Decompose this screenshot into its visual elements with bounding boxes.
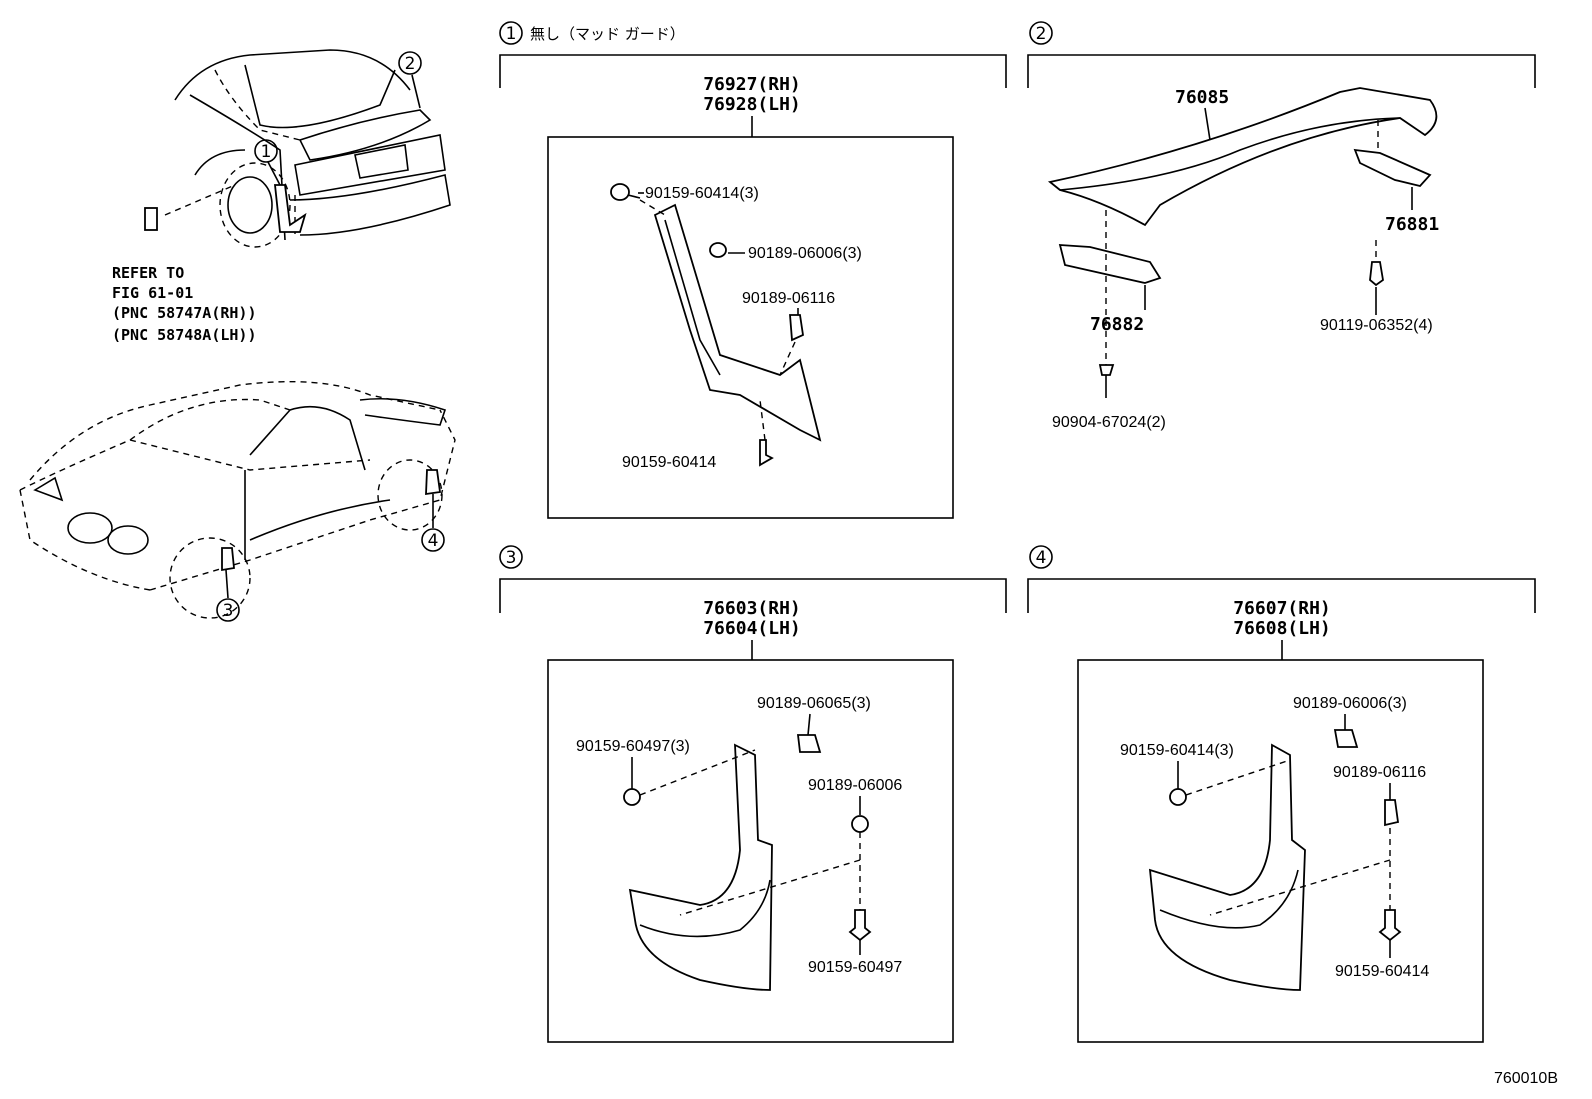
svg-text:90159-60414(3): 90159-60414(3) [645, 185, 759, 202]
svg-text:90119-06352(4): 90119-06352(4) [1320, 317, 1433, 334]
callout-3-front: 3 [216, 569, 240, 622]
svg-text:76928(LH): 76928(LH) [703, 94, 801, 115]
svg-text:90159-60497(3): 90159-60497(3) [576, 738, 690, 755]
svg-text:3: 3 [223, 601, 234, 621]
rear-car-illustration [144, 49, 451, 248]
callout-1-top: 1 [254, 139, 278, 163]
svg-text:90159-60414(3): 90159-60414(3) [1120, 742, 1234, 759]
svg-text:1: 1 [506, 24, 517, 44]
svg-text:FIG 61-01: FIG 61-01 [112, 284, 193, 302]
svg-text:2: 2 [1036, 24, 1047, 44]
svg-text:90159-60414: 90159-60414 [622, 454, 716, 471]
svg-text:4: 4 [428, 531, 439, 551]
svg-text:76603(RH): 76603(RH) [703, 598, 801, 619]
svg-text:90189-06065(3): 90189-06065(3) [757, 695, 871, 712]
section-1: 1 無し（マッド ガード） 76927(RH) 76928(LH) 90159-… [499, 21, 1007, 519]
svg-text:76927(RH): 76927(RH) [703, 74, 801, 95]
svg-text:(PNC 58748A(LH)): (PNC 58748A(LH)) [112, 326, 257, 344]
svg-text:76608(LH): 76608(LH) [1233, 618, 1331, 639]
section-2: 2 76085 76881 76882 90119-06352(4) 90904… [1027, 21, 1536, 431]
svg-text:90189-06116: 90189-06116 [742, 290, 835, 307]
callout-4-front: 4 [421, 494, 445, 552]
svg-text:76881: 76881 [1385, 214, 1439, 235]
svg-text:90189-06006(3): 90189-06006(3) [1293, 695, 1407, 712]
figure-code: 760010B [1494, 1070, 1558, 1087]
svg-text:4: 4 [1036, 548, 1047, 568]
svg-text:76604(LH): 76604(LH) [703, 618, 801, 639]
svg-text:無し（マッド ガード）: 無し（マッド ガード） [530, 25, 685, 43]
svg-text:90189-06006: 90189-06006 [808, 777, 902, 794]
emblem-placeholder [144, 207, 158, 231]
svg-text:(PNC 58747A(RH)): (PNC 58747A(RH)) [112, 304, 257, 322]
svg-text:90189-06006(3): 90189-06006(3) [748, 245, 862, 262]
svg-text:90904-67024(2): 90904-67024(2) [1052, 414, 1166, 431]
refer-note: REFER TO FIG 61-01 (PNC 58747A(RH)) (PNC… [112, 264, 257, 344]
svg-text:76607(RH): 76607(RH) [1233, 598, 1331, 619]
svg-text:2: 2 [405, 54, 416, 74]
svg-text:1: 1 [261, 142, 272, 162]
section-4: 4 76607(RH) 76608(LH) 90189-06006(3) 901… [1027, 545, 1536, 1043]
svg-text:90159-60497: 90159-60497 [808, 959, 902, 976]
svg-text:90189-06116: 90189-06116 [1333, 764, 1426, 781]
svg-text:90159-60414: 90159-60414 [1335, 963, 1429, 980]
svg-text:REFER TO: REFER TO [112, 264, 184, 282]
svg-text:76085: 76085 [1175, 87, 1229, 108]
section-3: 3 76603(RH) 76604(LH) 90189-06065(3) 901… [499, 545, 1007, 1043]
front-car-illustration [19, 380, 456, 619]
callout-2-top: 2 [398, 51, 422, 75]
svg-text:76882: 76882 [1090, 314, 1144, 335]
svg-text:3: 3 [506, 548, 517, 568]
